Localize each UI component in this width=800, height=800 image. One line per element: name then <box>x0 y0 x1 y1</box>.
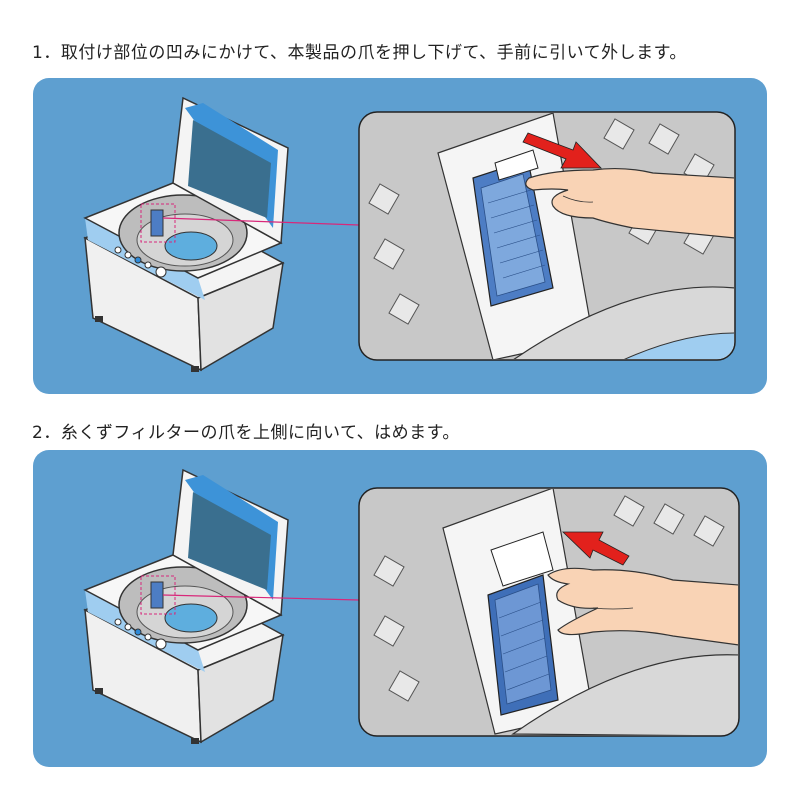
zoom-detail <box>358 487 740 737</box>
step-2-illustration-panel <box>33 450 767 767</box>
filter-icon <box>150 209 164 237</box>
washing-machine-icon <box>83 96 289 372</box>
filter-icon <box>472 149 554 307</box>
hand-icon <box>525 167 734 239</box>
arrow-icon <box>522 132 602 169</box>
zoom-detail <box>358 111 736 361</box>
step-1-instruction: 1．取付け部位の凹みにかけて、本製品の爪を押し下げて、手前に引いて外します。 <box>32 43 687 63</box>
filter-icon <box>150 581 164 609</box>
hand-icon <box>547 567 738 646</box>
filter-icon <box>487 574 559 716</box>
step-1-illustration-panel <box>33 78 767 394</box>
step-2-instruction: 2．糸くずフィルターの爪を上側に向いて、はめます。 <box>32 423 460 443</box>
washing-machine-icon <box>83 468 289 744</box>
arrow-icon <box>562 531 630 566</box>
